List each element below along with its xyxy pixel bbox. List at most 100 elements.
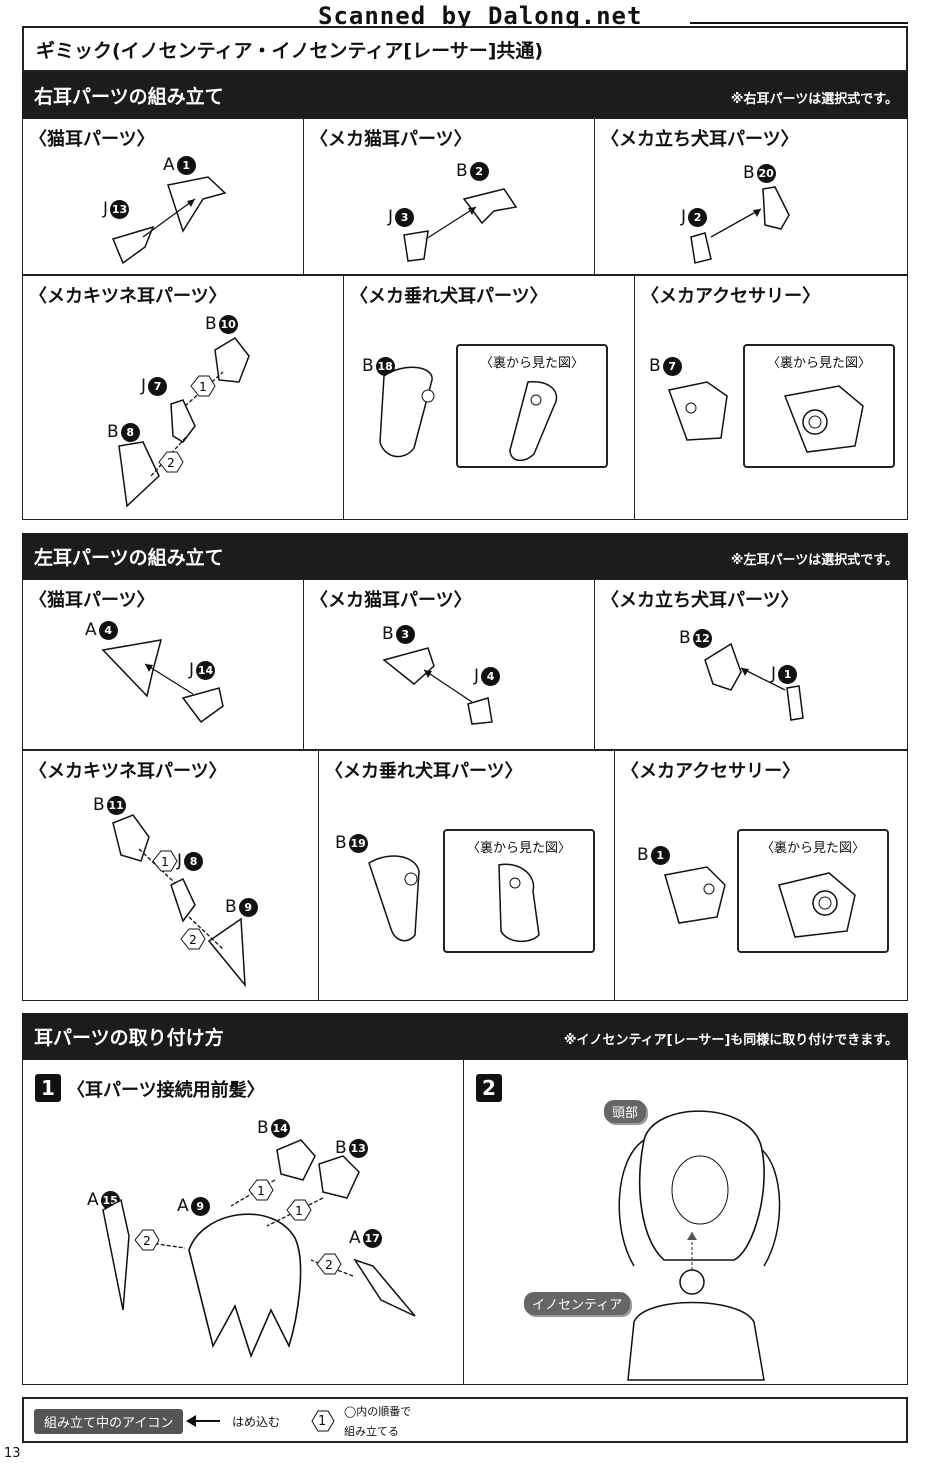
- legend-order-text-1: ◯内の順番で: [344, 1405, 412, 1418]
- accessory-drawing: [668, 381, 728, 441]
- cat-ear-drawing: [101, 639, 224, 724]
- cell-label: 〈メカアクセサリー〉: [621, 761, 801, 782]
- body-label: イノセンティア: [524, 1292, 631, 1315]
- section-title: 右耳パーツの組み立て: [34, 86, 224, 108]
- back-view-label: 〈裏から見た図〉: [760, 841, 865, 856]
- cell-label: 〈メカ垂れ犬耳パーツ〉: [325, 761, 523, 782]
- cat-ear-drawing: [111, 176, 227, 265]
- accessory-drawing: [664, 866, 726, 924]
- back-view-drawing: [498, 863, 540, 943]
- back-view-box: 〈裏から見た図〉: [443, 829, 595, 953]
- order-step-1: 1: [295, 1204, 303, 1218]
- step-2-cell: 2 頭部 イノセンティア: [463, 1059, 908, 1385]
- back-view-box: 〈裏から見た図〉: [743, 344, 895, 468]
- cell-label: 〈メカ立ち犬耳パーツ〉: [601, 590, 799, 611]
- step-1-label: 〈耳パーツ接続用前髪〉: [67, 1080, 265, 1101]
- order-step-1: 1: [257, 1184, 265, 1198]
- fox-ear-drawing: 1 2: [118, 337, 250, 508]
- cell-label: 〈メカ立ち犬耳パーツ〉: [601, 129, 799, 150]
- scanner-underline: [690, 22, 908, 24]
- cell-label: 〈メカ垂れ犬耳パーツ〉: [350, 286, 548, 307]
- page-title: ギミック(イノセンティア・イノセンティア[レーサー]共通): [22, 26, 908, 72]
- legend-arrow-text: はめ込む: [232, 1415, 281, 1429]
- step-1-badge: 1: [35, 1074, 61, 1102]
- cell-label: 〈メカアクセサリー〉: [641, 286, 821, 307]
- back-view-label: 〈裏から見た図〉: [766, 356, 871, 371]
- cell-label: 〈猫耳パーツ〉: [29, 590, 155, 611]
- legend-order-number: 1: [318, 1414, 327, 1429]
- section-note: ※右耳パーツは選択式です。: [730, 92, 898, 107]
- legend-badge: 組み立て中のアイコン: [34, 1409, 184, 1434]
- head-label: 頭部: [604, 1100, 647, 1123]
- order-step-2: 2: [167, 456, 175, 470]
- droop-ear-drawing: [379, 366, 435, 458]
- mecha-dog-ear-drawing: [690, 186, 790, 264]
- page-number: 13: [4, 1446, 21, 1461]
- back-view-drawing: [509, 381, 558, 462]
- legend-arrow: [186, 1410, 335, 1432]
- section-note: ※イノセンティア[レーサー]も同様に取り付けできます。: [563, 1033, 898, 1048]
- section-title: 耳パーツの取り付け方: [34, 1027, 224, 1049]
- cell-label: 〈メカキツネ耳パーツ〉: [29, 286, 227, 307]
- back-view-box: 〈裏から見た図〉: [737, 829, 889, 953]
- cell-label: 〈猫耳パーツ〉: [29, 129, 155, 150]
- order-step-2: 2: [143, 1234, 151, 1248]
- step-2-badge: 2: [476, 1074, 502, 1102]
- legend-order-text-2: 組み立てる: [344, 1425, 399, 1438]
- back-view-drawing: [778, 872, 856, 938]
- hair-attach-drawing: 1 1 2 2: [102, 1139, 416, 1359]
- back-view-label: 〈裏から見た図〉: [479, 356, 584, 371]
- back-view-box: 〈裏から見た図〉: [456, 344, 608, 468]
- order-step-1: 1: [199, 380, 207, 394]
- head-attach-drawing: [618, 1110, 781, 1381]
- order-step-1: 1: [161, 855, 169, 869]
- back-view-label: 〈裏から見た図〉: [466, 841, 571, 856]
- mecha-dog-ear-drawing: [704, 642, 804, 721]
- right-ear-section-header: 右耳パーツの組み立て ※右耳パーツは選択式です。: [22, 72, 908, 118]
- icon-legend: 組み立て中のアイコン はめ込む 1 ◯内の順番で 組み立てる: [22, 1397, 908, 1443]
- droop-ear-drawing: [368, 855, 420, 942]
- mecha-cat-ear-drawing: [382, 647, 493, 725]
- section-note: ※左耳パーツは選択式です。: [730, 553, 898, 568]
- fox-ear-drawing: 1 2: [112, 814, 246, 988]
- order-step-2: 2: [189, 933, 197, 947]
